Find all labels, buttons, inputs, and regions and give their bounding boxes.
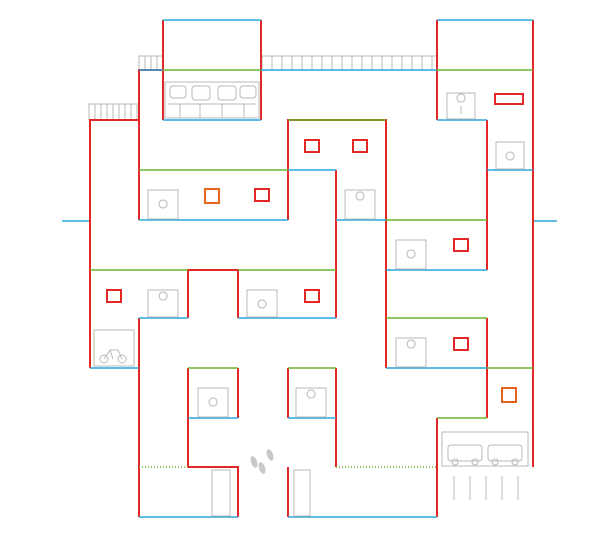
toilet-icon: [344, 189, 376, 220]
balcony-railing-icon: [88, 55, 438, 121]
window-marker-icon: [304, 289, 320, 303]
window-marker-icon: [453, 238, 469, 252]
toilet-icon: [197, 387, 229, 418]
toilet-icon: [446, 92, 476, 120]
bathroom-fixtures-icon: [164, 81, 260, 119]
exterior-walls: [89, 20, 534, 517]
car-icon: [441, 431, 529, 500]
window-marker-icon: [304, 139, 320, 153]
window-marker-icon: [453, 337, 469, 351]
toilet-icon: [147, 289, 179, 318]
door-icon: [211, 469, 311, 517]
toilet-icon: [147, 189, 179, 220]
toilet-icon: [395, 337, 427, 368]
bicycle-icon: [93, 329, 135, 367]
window-marker-icon: [352, 139, 368, 153]
toilet-icon: [295, 387, 327, 418]
window-marker-icon: [494, 93, 524, 105]
toilet-icon: [495, 141, 525, 170]
window-marker-icon: [204, 188, 220, 204]
toilet-icon: [246, 289, 278, 318]
green-edges: [90, 69, 533, 468]
footprints-icon: [250, 449, 274, 474]
blue-edges: [90, 19, 533, 518]
toilet-icon: [395, 239, 427, 270]
window-marker-icon: [106, 289, 122, 303]
window-marker-icon: [254, 188, 270, 202]
window-marker-icon: [501, 387, 517, 403]
window-markers: [106, 93, 524, 403]
